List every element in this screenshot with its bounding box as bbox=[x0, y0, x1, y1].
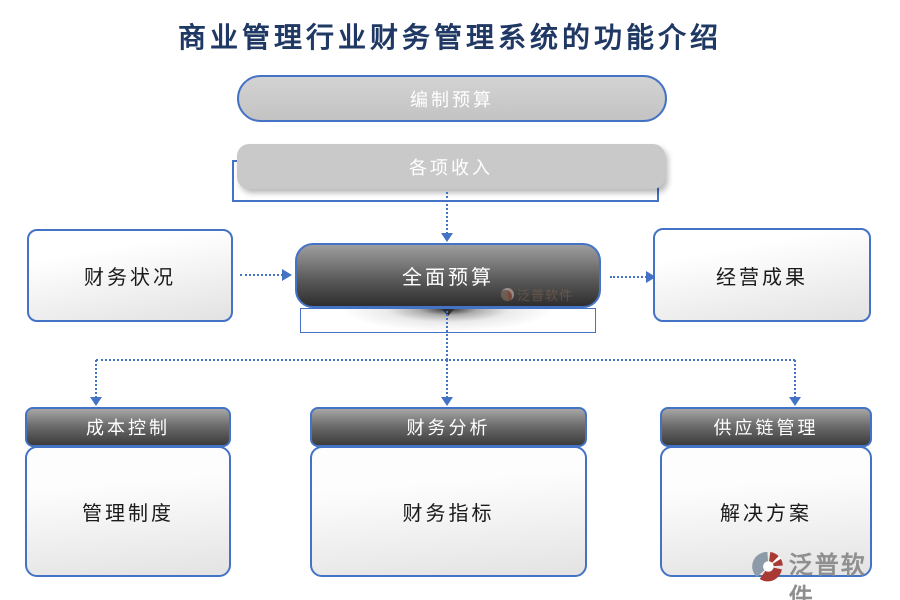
connector-budget-to-results bbox=[610, 276, 647, 278]
bottom-header-supply-chain: 供应链管理 bbox=[660, 407, 872, 447]
arrow-down-supply-chain-icon bbox=[789, 397, 801, 406]
connector-budget-stem bbox=[446, 311, 448, 360]
node-income: 各项收入 bbox=[237, 144, 665, 189]
arrow-right-to-full-budget-icon bbox=[282, 269, 292, 281]
connector-tree-horizontal bbox=[96, 359, 795, 361]
page-title: 商业管理行业财务管理系统的功能介绍 bbox=[177, 23, 722, 54]
node-full-budget-label: 全面预算 bbox=[402, 267, 494, 289]
arrow-right-to-results-icon bbox=[646, 271, 656, 283]
arrow-down-financial-analysis-icon bbox=[441, 397, 453, 406]
connector-status-to-budget bbox=[240, 274, 283, 276]
bottom-body-financial-indicators-label: 财务指标 bbox=[402, 503, 495, 525]
node-budget-preparation: 编制预算 bbox=[237, 75, 667, 122]
bottom-header-cost-control-label: 成本控制 bbox=[86, 418, 170, 438]
node-operating-results: 经营成果 bbox=[653, 228, 871, 322]
bottom-body-solution-label: 解决方案 bbox=[720, 503, 812, 525]
fanpu-watermark-logo-icon bbox=[500, 288, 514, 301]
fanpu-logo-icon bbox=[752, 552, 783, 582]
watermark-text: 泛普软件 bbox=[516, 288, 573, 303]
node-budget-preparation-label: 编制预算 bbox=[410, 89, 494, 110]
node-operating-results-label: 经营成果 bbox=[716, 266, 808, 289]
bottom-header-financial-analysis-label: 财务分析 bbox=[406, 418, 491, 438]
node-financial-status-label: 财务状况 bbox=[84, 267, 176, 289]
node-financial-status: 财务状况 bbox=[27, 229, 233, 322]
connector-income-to-budget bbox=[446, 192, 448, 234]
bottom-header-supply-chain-label: 供应链管理 bbox=[713, 418, 819, 438]
bottom-body-management-system-label: 管理制度 bbox=[82, 503, 174, 525]
watermark: 泛普软件 bbox=[500, 285, 573, 304]
bottom-body-financial-indicators: 财务指标 bbox=[310, 446, 587, 577]
arrow-down-cost-control-icon bbox=[90, 397, 102, 406]
connector-to-supply-chain bbox=[794, 360, 796, 398]
node-income-label: 各项收入 bbox=[409, 157, 493, 178]
reflection-arrow-tip-icon bbox=[442, 309, 454, 316]
reflection-panel bbox=[300, 308, 596, 333]
connector-to-cost-control bbox=[95, 360, 97, 398]
fanpu-logo: 泛普软件 www.fanpusoft.com bbox=[752, 550, 892, 600]
arrow-down-to-full-budget-icon bbox=[441, 233, 453, 242]
connector-to-financial-analysis bbox=[446, 360, 448, 398]
bottom-header-financial-analysis: 财务分析 bbox=[310, 407, 587, 447]
bottom-body-management-system: 管理制度 bbox=[25, 446, 231, 577]
fanpu-brand-text: 泛普软件 bbox=[788, 552, 867, 600]
node-full-budget: 全面预算 泛普软件 bbox=[295, 243, 601, 308]
bottom-header-cost-control: 成本控制 bbox=[25, 407, 231, 447]
